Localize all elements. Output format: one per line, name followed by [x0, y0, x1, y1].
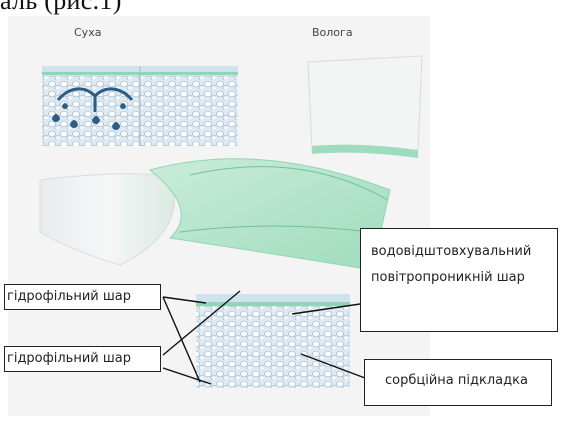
- callout-waterproof-line2: повітропроникній шар: [371, 265, 557, 291]
- callout-hydrophilic-bottom: гідрофільний шар: [4, 346, 161, 372]
- callout-hydrophilic-top-text: гідрофільний шар: [7, 289, 160, 304]
- callout-waterproof-layer: водовідштовхувальний повітропроникній ша…: [360, 228, 558, 332]
- callout-hydrophilic-top: гідрофільний шар: [4, 284, 161, 310]
- callout-waterproof-line1: водовідштовхувальний: [371, 239, 557, 265]
- callout-absorbent-pad: сорбційна підкладка: [364, 359, 552, 406]
- callout-hydrophilic-bottom-text: гідрофільний шар: [7, 351, 160, 366]
- callout-absorbent-pad-text: сорбційна підкладка: [385, 373, 551, 388]
